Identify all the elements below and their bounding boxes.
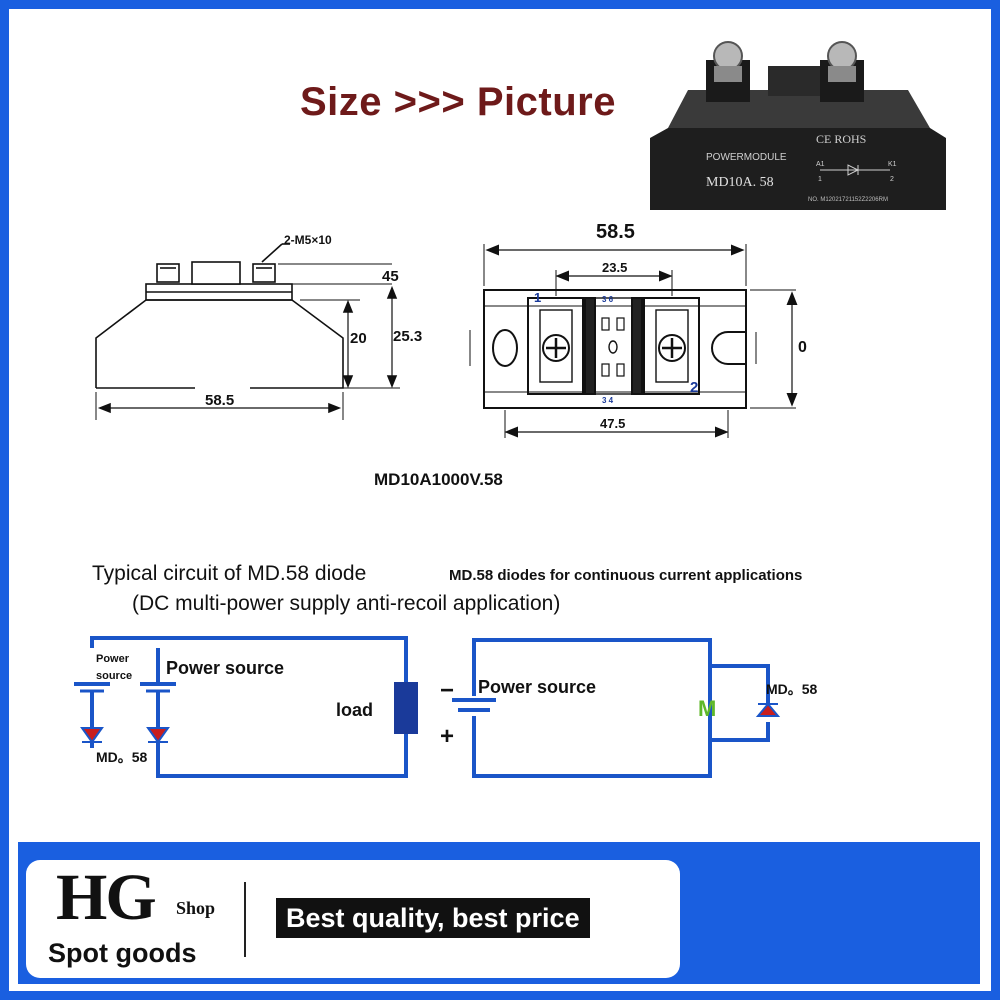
- photo-pin-1: 1: [818, 176, 822, 183]
- photo-pin-k: K1: [888, 161, 897, 168]
- footer-banner: HG Shop Spot goods Best quality, best pr…: [18, 842, 980, 984]
- photo-pin-a: A1: [816, 161, 825, 168]
- circuit-note: MD.58 diodes for continuous current appl…: [449, 567, 803, 584]
- photo-brand: POWERMODULE: [706, 152, 787, 163]
- footer-logo-panel: HG Shop Spot goods Best quality, best pr…: [26, 860, 680, 978]
- photo-serial: NO. M12021721152Z2206RM: [808, 197, 888, 203]
- photo-pin-2: 2: [890, 176, 894, 183]
- circuit-title: Typical circuit of MD.58 diode: [92, 562, 367, 585]
- slogan-badge: Best quality, best price: [276, 898, 590, 938]
- photo-part: MD10A. 58: [706, 175, 774, 190]
- circuit-subtitle: (DC multi-power supply anti-recoil appli…: [132, 592, 561, 615]
- logo-hg: HG: [56, 861, 157, 934]
- product-photo: CE ROHS POWERMODULE MD10A. 58 A1 K1 1 2 …: [648, 38, 948, 213]
- logo-spot-goods: Spot goods: [48, 938, 197, 968]
- photo-cert: CE ROHS: [816, 132, 866, 146]
- page-title: Size >>> Picture: [300, 80, 616, 124]
- model-number: MD10A1000V.58: [374, 470, 503, 489]
- logo-divider: [244, 882, 246, 957]
- logo-shop: Shop: [176, 898, 216, 918]
